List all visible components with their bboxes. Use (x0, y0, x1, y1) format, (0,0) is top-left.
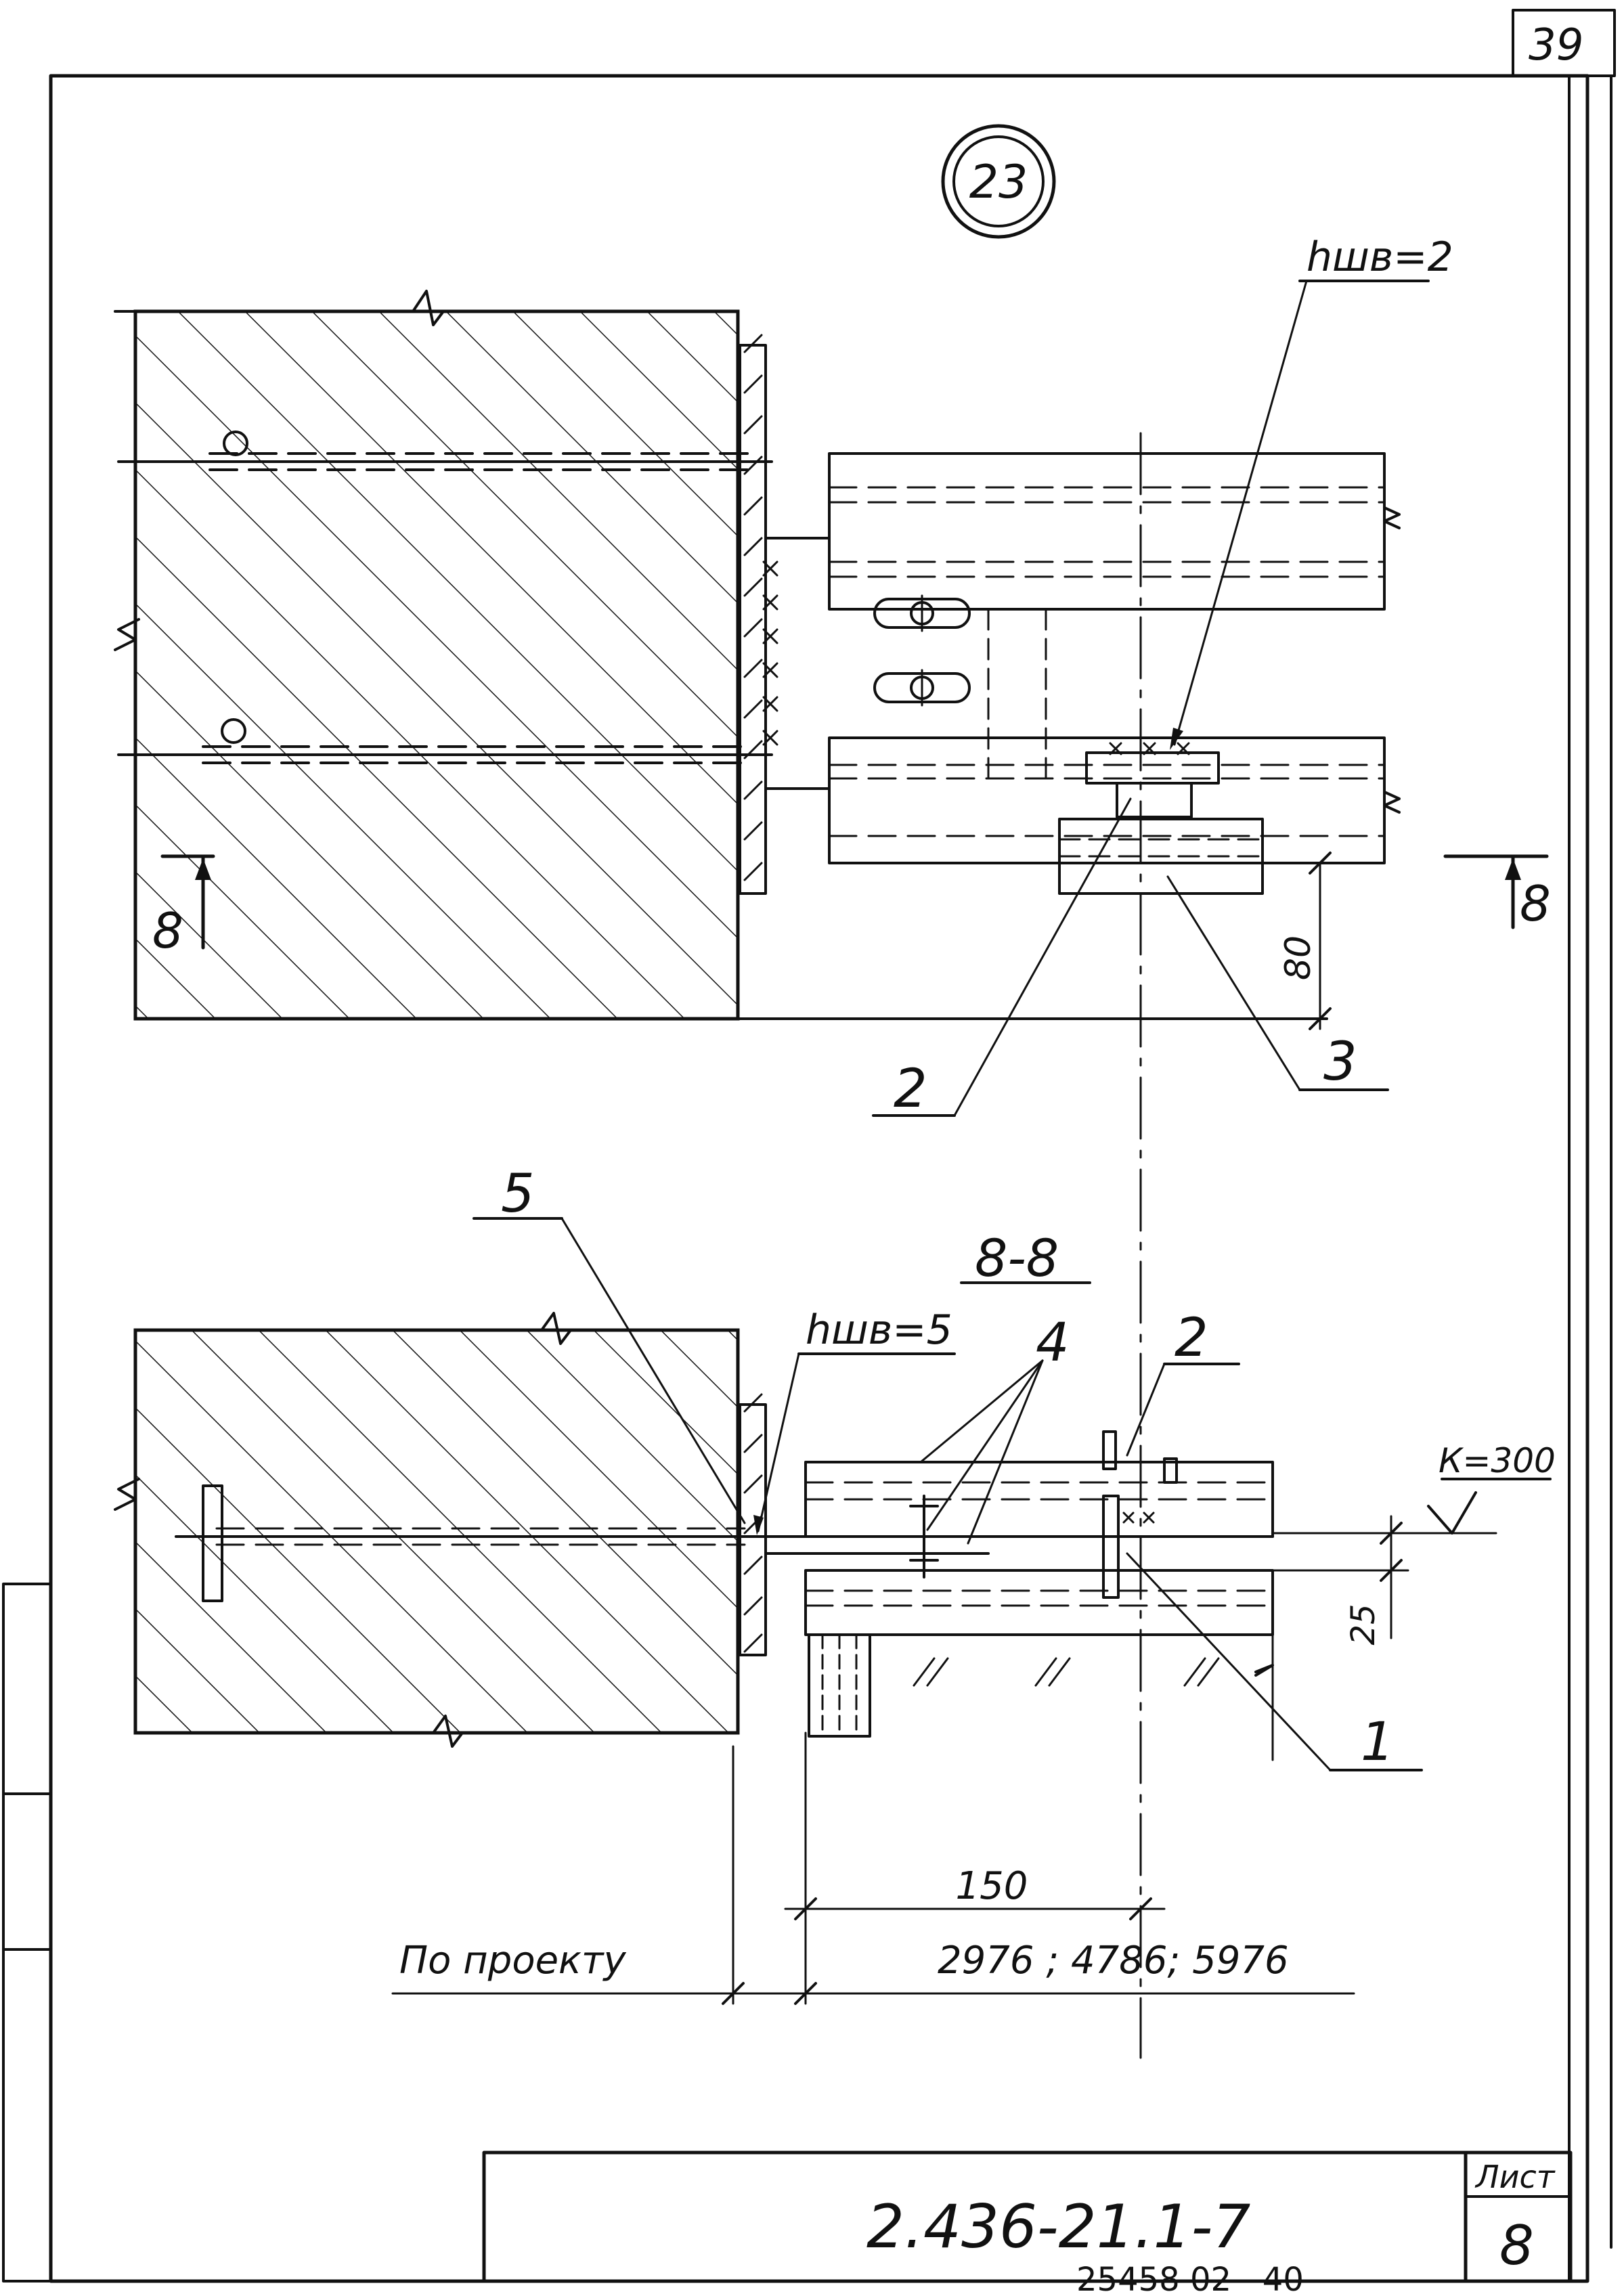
section-callout-4: 4 (1036, 1313, 1070, 1373)
section-dimension-150-text: 150 (956, 1864, 1028, 1908)
corner-page-number: 39 (1529, 20, 1583, 70)
section-wall (114, 1312, 740, 1748)
detail-marker (941, 124, 1056, 239)
plan-wall-section (114, 290, 1328, 1021)
section-beams (764, 1430, 1274, 1761)
document-code: 2.436-21.1-7 (866, 2192, 1250, 2262)
section-callout-2-leader (1126, 1363, 1240, 1457)
section-callout-1: 1 (1361, 1712, 1395, 1773)
section-callout-1-leader (1126, 1552, 1423, 1771)
section-weld-leader (753, 1352, 956, 1535)
section-note-left: По проекту (399, 1939, 626, 1983)
section-weld-label: hшв=5 (806, 1306, 952, 1354)
section-callout-4-leaders (919, 1359, 1044, 1545)
section-anchor-bar (175, 1484, 800, 1602)
sheet-number: 8 (1499, 2214, 1534, 2277)
plan-section-marks (160, 854, 1549, 950)
section-dimension-25 (1271, 1515, 1409, 1639)
sheet-label: Лист (1474, 2159, 1556, 2195)
section-callout-2: 2 (1175, 1308, 1208, 1369)
section-level-mark (1271, 1478, 1552, 1535)
section-dimension-150 (784, 1731, 1166, 2005)
plan-channel-beams (828, 452, 1401, 895)
section-dimension-25-text: 25 (1344, 1604, 1382, 1645)
plan-embedded-plate (739, 334, 831, 895)
plan-section-label-left: 8 (152, 902, 183, 959)
plan-dimension-80-text: 80 (1278, 935, 1319, 980)
section-embedded-plate (739, 1393, 767, 1656)
section-callout-5: 5 (501, 1164, 535, 1225)
plan-weld-label: hшв=2 (1307, 234, 1453, 281)
plan-weld-leader (1170, 280, 1430, 750)
title-block (482, 2150, 1573, 2283)
section-title: 8-8 (975, 1228, 1059, 1288)
section-note-right: 2976 ; 4786; 5976 (938, 1939, 1289, 1983)
section-callout-5-leader (473, 1217, 746, 1524)
plan-section-label-right: 8 (1520, 875, 1551, 932)
plan-callout-3: 3 (1323, 1032, 1357, 1093)
section-bottom-dimension (391, 1745, 1355, 2005)
bottom-stamp: 25458 02 40 (1076, 2261, 1304, 2294)
plan-callout-2: 2 (894, 1059, 927, 1120)
detail-number: 23 (969, 156, 1028, 209)
plan-callout-leaders (872, 797, 1389, 1117)
section-level-text: К=300 (1439, 1441, 1556, 1480)
plan-anchor-bars (117, 431, 773, 764)
plan-dimension-80 (1309, 852, 1332, 1030)
